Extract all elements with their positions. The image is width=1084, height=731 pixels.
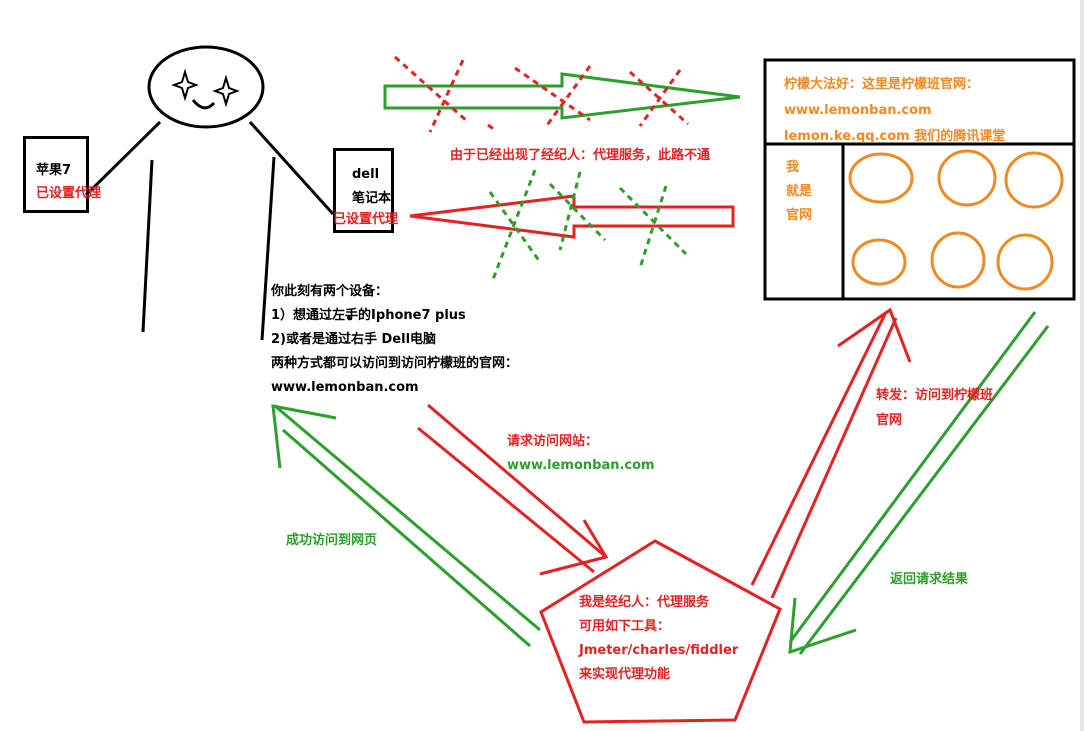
stray-dot xyxy=(347,316,351,320)
blocked-cross-marks-red xyxy=(394,55,690,133)
website-side-label-line: 官网 xyxy=(786,208,813,223)
content-circle xyxy=(930,231,986,289)
figure-left-arm xyxy=(84,120,162,197)
website-header-line: lemon.ke.qq.com 我们的腾讯课堂 xyxy=(784,129,1006,144)
return-arrow xyxy=(788,311,1050,655)
left-device-name: 苹果7 xyxy=(36,163,72,178)
figure-right-leg xyxy=(260,156,276,341)
devices-note: 你此刻有两个设备： 1）想通过左手的Iphone7 plus 2)或者是通过右手… xyxy=(271,280,518,400)
website-side-label-line: 我 xyxy=(786,160,800,175)
devices-note-line: 2)或者是通过右手 Dell电脑 xyxy=(271,332,437,347)
devices-note-line: 两种方式都可以访问到访问柠檬班的官网： xyxy=(271,356,519,371)
right-device-name: dell xyxy=(352,167,380,182)
figure-head xyxy=(147,45,265,129)
request-label: 请求访问网站： xyxy=(507,434,599,449)
blocked-arrow-left xyxy=(409,194,735,239)
blocked-cross-marks-green xyxy=(488,169,688,283)
proxy-line: Jmeter/charles/fiddler xyxy=(579,643,739,658)
left-device-status: 已设置代理 xyxy=(36,186,102,201)
website-content-circles xyxy=(848,149,1064,291)
proxy-line: 可用如下工具： xyxy=(579,619,671,634)
window-scrollbar-edge[interactable] xyxy=(1080,0,1084,731)
devices-note-line: 你此刻有两个设备： xyxy=(271,284,389,299)
forward-label-line2: 官网 xyxy=(876,413,903,428)
blocked-note: 由于已经出现了经纪人：代理服务，此路不通 xyxy=(450,148,711,163)
forward-label-line1: 转发：访问到柠檬班 xyxy=(876,388,994,403)
content-circle xyxy=(996,233,1054,291)
content-circle xyxy=(1004,151,1064,209)
website-side-label-line: 就是 xyxy=(786,184,813,199)
request-arrow xyxy=(417,403,609,576)
figure-mouth xyxy=(191,99,216,110)
devices-note-line: www.lemonban.com xyxy=(271,380,419,395)
website-header-line: www.lemonban.com xyxy=(784,103,932,118)
figure-right-eye-icon xyxy=(212,74,240,108)
website-side-label: 我 就是 官网 xyxy=(786,156,812,228)
success-label: 成功访问到网页 xyxy=(286,533,378,548)
proxy-line: 来实现代理功能 xyxy=(579,667,671,682)
figure-left-eye-icon xyxy=(171,68,199,102)
success-arrow xyxy=(271,404,541,648)
devices-note-line: 1）想通过左手的Iphone7 plus xyxy=(271,308,466,323)
content-circle xyxy=(937,149,997,207)
website-box-frame xyxy=(763,58,1076,301)
right-device-box xyxy=(333,148,394,233)
figure-left-leg xyxy=(141,159,154,333)
website-header-line: 柠檬大法好：这里是柠檬班官网： xyxy=(784,77,980,92)
figure-right-arm xyxy=(248,120,335,216)
left-device-box xyxy=(23,136,89,213)
proxy-pentagon xyxy=(539,539,782,724)
blocked-arrow-right xyxy=(383,72,741,120)
content-circle xyxy=(851,238,907,286)
stick-figure xyxy=(84,45,335,341)
content-circle xyxy=(848,152,914,204)
right-device-type: 笔记本 xyxy=(352,191,392,206)
proxy-line: 我是经纪人：代理服务 xyxy=(579,595,710,610)
return-label: 返回请求结果 xyxy=(890,572,969,587)
proxy-text: 我是经纪人：代理服务 可用如下工具： Jmeter/charles/fiddle… xyxy=(579,591,738,687)
request-url: www.lemonban.com xyxy=(507,458,655,473)
forward-arrow xyxy=(750,307,912,599)
website-header: 柠檬大法好：这里是柠檬班官网： www.lemonban.com lemon.k… xyxy=(784,72,1005,150)
right-device-status: 已设置代理 xyxy=(333,212,399,227)
